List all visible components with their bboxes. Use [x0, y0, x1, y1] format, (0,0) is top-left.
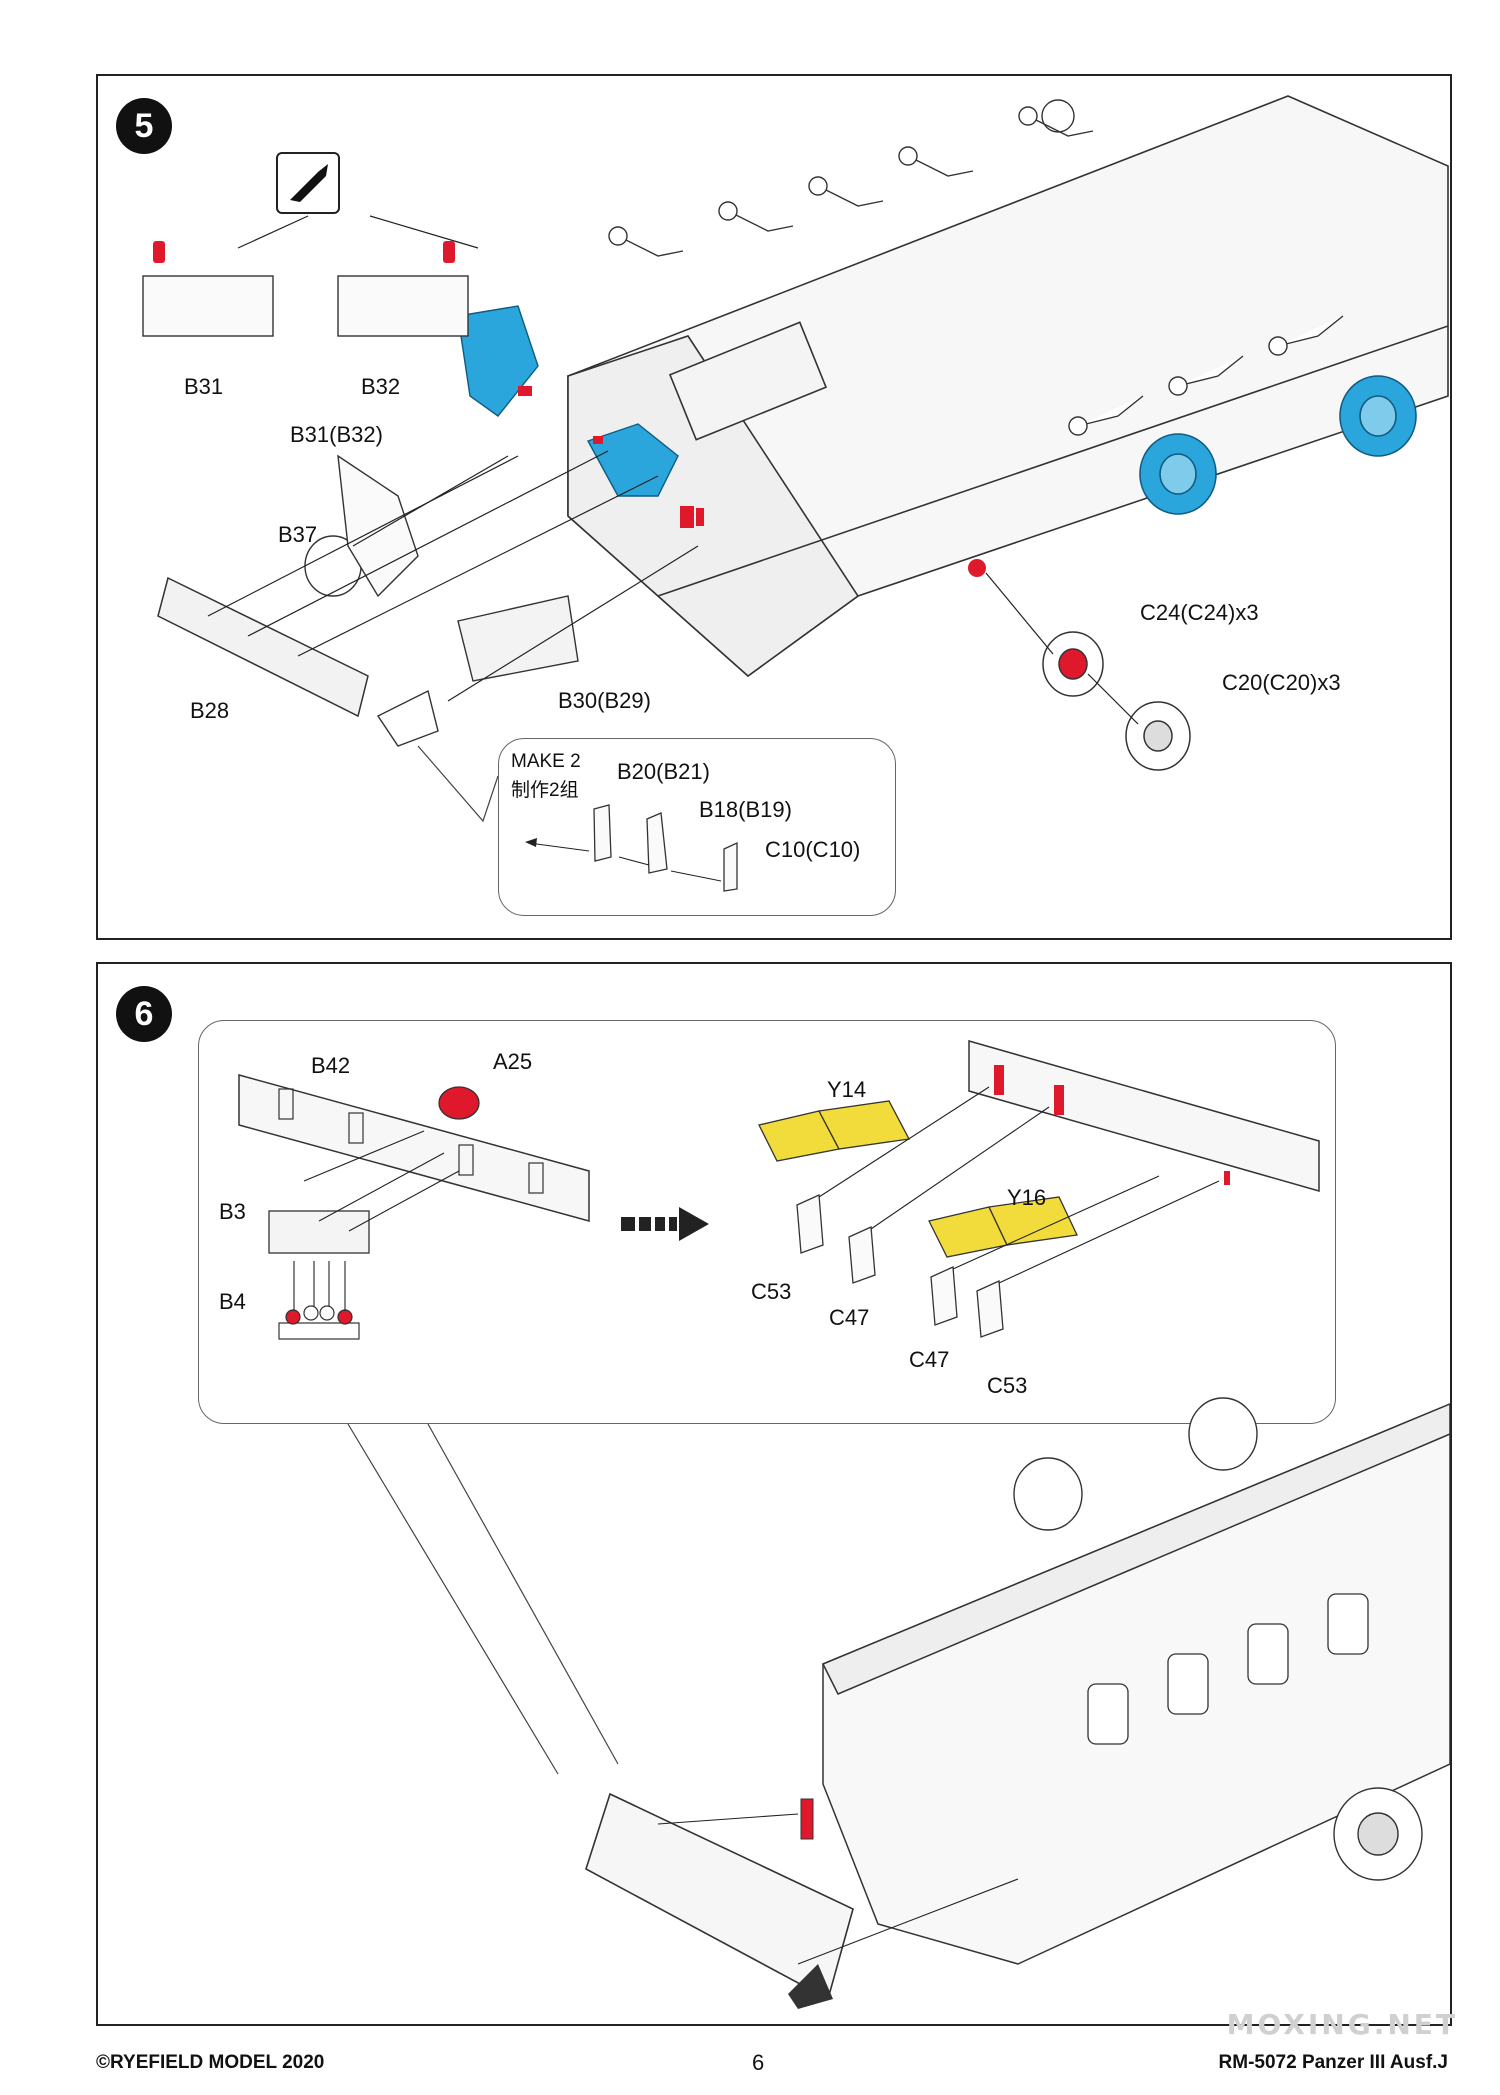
glue-points [518, 386, 986, 577]
footer-product: RM-5072 Panzer III Ausf.J [1218, 2052, 1448, 2073]
photo-etch-y14 [758, 1100, 911, 1162]
callout-parts-illustration [525, 804, 738, 892]
label-a25: A25 [493, 1049, 533, 1074]
label-c20: C20(C20)x3 [1222, 670, 1341, 695]
label-y14: Y14 [827, 1077, 867, 1102]
arrow-to-right [621, 1207, 709, 1241]
callout-make-2-cn: 制作2组 [511, 780, 579, 801]
label-b31-b32: B31(B32) [290, 422, 383, 447]
watermark: MOXING.NET [1226, 2008, 1458, 2041]
label-c53-b: C53 [987, 1373, 1028, 1398]
label-c10-c10: C10(C10) [765, 837, 861, 862]
label-b31: B31 [184, 374, 224, 399]
part-a25 [438, 1086, 480, 1120]
chassis-suspension [1087, 1593, 1369, 1745]
step-5-panel: 5 [96, 74, 1452, 940]
separate-road-wheels [1042, 631, 1191, 771]
cut-marks [153, 241, 455, 263]
step-5-illustration [142, 95, 1449, 823]
footer-copyright: ©RYEFIELD MODEL 2020 [96, 2052, 325, 2073]
callout-make-2: MAKE 2 [511, 751, 581, 772]
label-b32: B32 [361, 374, 401, 399]
part-b3 [268, 1210, 370, 1254]
label-b20-b21: B20(B21) [617, 759, 710, 784]
photo-etch-y16 [928, 1196, 1078, 1258]
step-6-illustration [347, 1397, 1450, 2009]
step-number: 6 [116, 986, 172, 1042]
part-b31-b32 [337, 454, 419, 598]
hobby-knife-icon [276, 152, 340, 214]
part-b30 [457, 595, 579, 682]
main-guide-lines [657, 1813, 1019, 1965]
detail-illustration [238, 1040, 1320, 1340]
label-b37: B37 [278, 522, 318, 547]
label-c53-a: C53 [751, 1279, 792, 1304]
step-number: 5 [116, 98, 172, 154]
fender-supports [796, 1194, 1004, 1338]
label-b18-b19: B18(B19) [699, 797, 792, 822]
label-c47-b: C47 [909, 1347, 950, 1372]
label-c24: C24(C24)x3 [1140, 600, 1259, 625]
make-2-callout: MAKE 2 制作2组 B20(B21) B18(B19) C10(C10) [498, 738, 896, 916]
label-b30-b29: B30(B29) [558, 688, 651, 713]
torsion-arms [608, 99, 1344, 436]
label-b42: B42 [311, 1053, 351, 1078]
part-b42 [238, 1074, 590, 1222]
detail-guide-lines [293, 1130, 460, 1311]
callout-pointer [417, 745, 499, 823]
red-fit-mark [800, 1798, 814, 1840]
red-fit-marks [994, 1065, 1230, 1185]
footer-page-number: 6 [752, 2050, 765, 2075]
hull-chassis [821, 1403, 1450, 1965]
label-b3: B3 [219, 1199, 246, 1224]
label-b28: B28 [190, 698, 230, 723]
label-c47-a: C47 [829, 1305, 870, 1330]
rear-plate-b28 [157, 576, 369, 718]
label-b4: B4 [219, 1289, 246, 1314]
label-y16: Y16 [1007, 1185, 1047, 1210]
installed-road-wheels [1139, 375, 1417, 515]
step-6-panel: 6 [96, 962, 1452, 2026]
assembly-guide-lines [207, 215, 1139, 725]
chassis-wheels [1013, 1397, 1423, 1881]
detail-guide-lines-right [818, 1086, 1220, 1284]
part-b31-detail [142, 275, 274, 337]
tow-plate-grille [788, 1964, 833, 2009]
part-b4 [278, 1305, 360, 1340]
detail-callout: B42 A25 B3 B4 Y14 Y16 C53 C47 C47 C53 [198, 1020, 1336, 1424]
part-b32-detail [337, 275, 469, 337]
part-side-plate [968, 1040, 1320, 1192]
hull-hatch-plate [668, 321, 828, 441]
part-bracket [376, 689, 439, 747]
